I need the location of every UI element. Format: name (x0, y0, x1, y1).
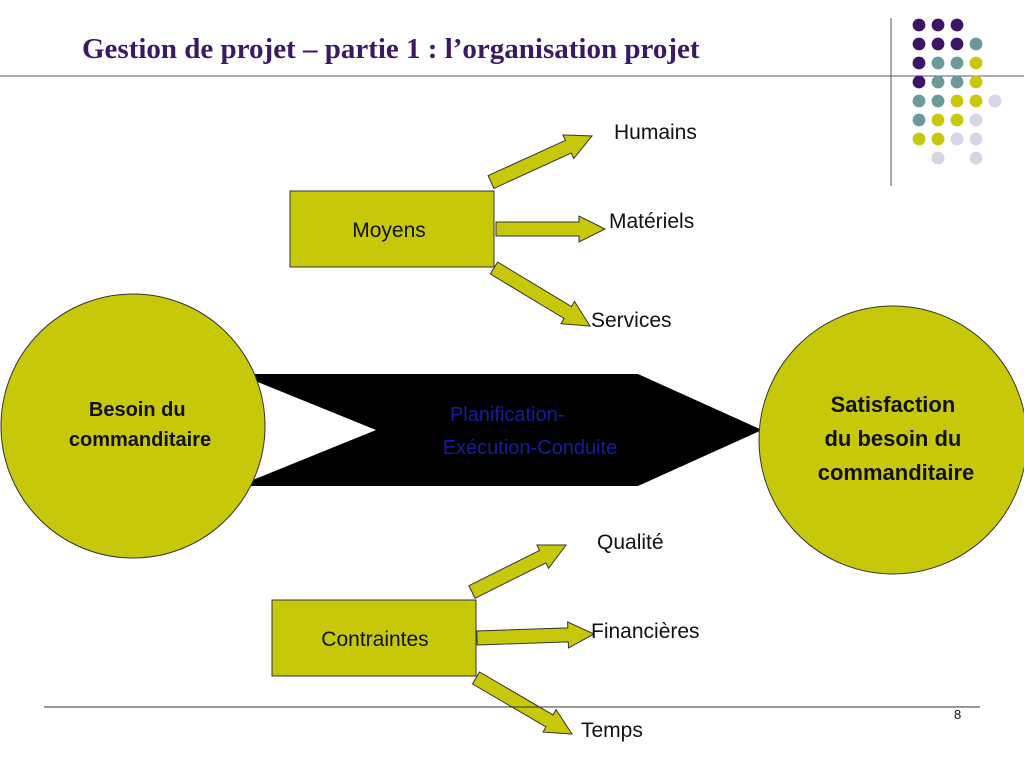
decorative-dot (912, 37, 926, 51)
decorative-dot (950, 37, 964, 51)
decorative-dot (950, 113, 964, 127)
decorative-dot (969, 94, 983, 108)
moyens-item-humains: Humains (614, 121, 697, 144)
decorative-dot (950, 75, 964, 89)
satisfaction-line-2: du besoin du (824, 426, 961, 451)
decorative-dot (969, 151, 983, 165)
need-line-1: Besoin du (89, 399, 186, 421)
satisfaction-circle (758, 305, 1024, 575)
decorative-dot (950, 94, 964, 108)
satisfaction-line-3: commanditaire (818, 460, 975, 485)
decorative-dot (931, 37, 945, 51)
arrow-to-services (489, 261, 591, 327)
decorative-dot (912, 18, 926, 32)
process-arrow-band (238, 374, 762, 486)
contraintes-item-temps: Temps (581, 719, 643, 742)
satisfaction-label: Satisfaction du besoin du commanditaire (818, 392, 975, 485)
decorative-dot-grid (912, 18, 1002, 165)
arrow-to-qualite (468, 544, 567, 599)
slide-title: Gestion de projet – partie 1 : l’organis… (82, 33, 700, 65)
decorative-dot (931, 75, 945, 89)
decorative-dot (912, 113, 926, 127)
decorative-dot (969, 75, 983, 89)
decorative-dot (931, 151, 945, 165)
block-arrows (468, 134, 607, 735)
process-line-2: Exécution-Conduite (443, 437, 618, 459)
decorative-dot (988, 94, 1002, 108)
arrow-to-humains (487, 134, 594, 190)
decorative-dot (950, 132, 964, 146)
decorative-dot (931, 18, 945, 32)
decorative-dot (969, 56, 983, 70)
decorative-dot (969, 132, 983, 146)
decorative-dot (912, 56, 926, 70)
decorative-dot (931, 132, 945, 146)
decorative-dot (969, 37, 983, 51)
contraintes-item-financieres: Financières (591, 620, 700, 643)
moyens-label: Moyens (352, 219, 426, 242)
need-circle (0, 293, 266, 559)
contraintes-box (271, 599, 477, 677)
need-line-2: commanditaire (69, 429, 211, 451)
decorative-dot (912, 132, 926, 146)
decorative-dot (912, 94, 926, 108)
need-label: Besoin du commanditaire (69, 399, 211, 451)
decorative-dot (912, 75, 926, 89)
process-label: Planification- Exécution-Conduite (443, 404, 618, 459)
contraintes-label: Contraintes (321, 628, 428, 651)
decorative-dot (931, 94, 945, 108)
moyens-box (289, 190, 495, 268)
arrow-to-materiels (495, 215, 607, 243)
contraintes-item-qualite: Qualité (597, 531, 664, 554)
satisfaction-line-1: Satisfaction (831, 392, 956, 417)
decorative-dot (950, 18, 964, 32)
decorative-dot (931, 113, 945, 127)
decorative-dot (950, 56, 964, 70)
moyens-item-services: Services (591, 309, 672, 332)
arrow-to-temps (471, 671, 573, 735)
decorative-dot (969, 113, 983, 127)
moyens-item-materiels: Matériels (609, 210, 694, 233)
decorative-dot (931, 56, 945, 70)
page-number: 8 (954, 707, 961, 722)
arrow-to-financieres (476, 621, 596, 649)
process-line-1: Planification- (450, 404, 565, 426)
